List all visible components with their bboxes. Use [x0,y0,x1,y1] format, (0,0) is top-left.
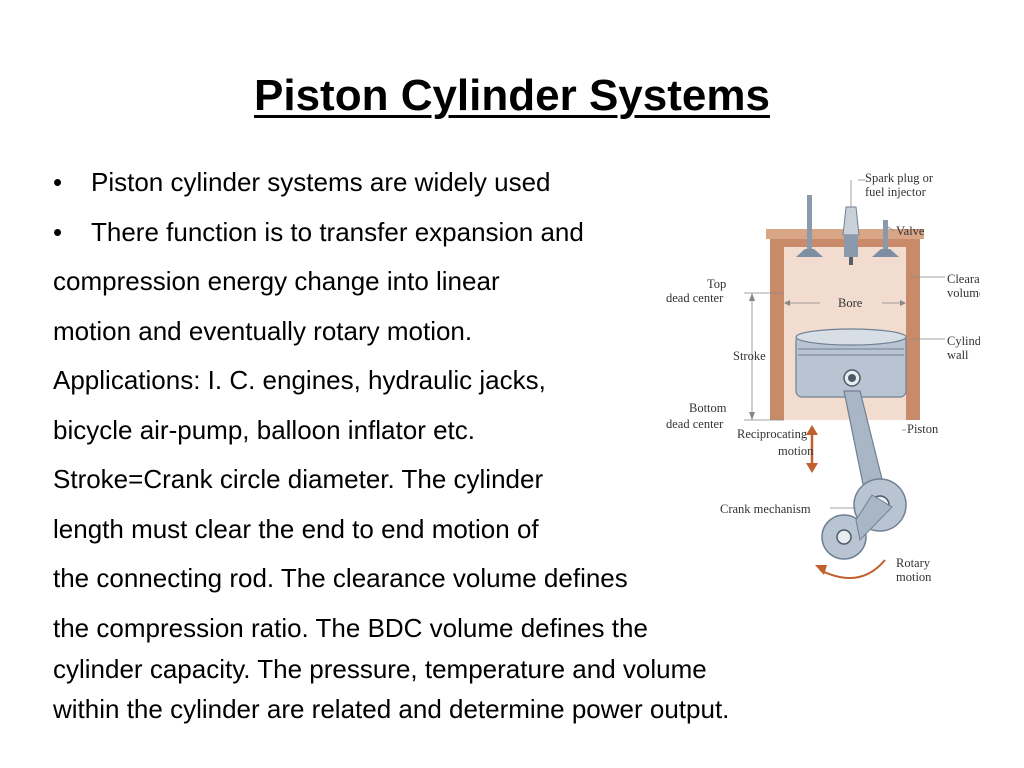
cylinder-wall-label: wall [947,348,969,362]
spark-plug-label: fuel injector [865,185,927,199]
paragraph-line: length must clear the end to end motion … [53,513,539,544]
spark-plug-icon [842,206,860,265]
rotary-motion-label: motion [896,570,932,584]
clearance-volume-label: volume [947,286,980,300]
reciprocating-arrow-icon [806,425,818,473]
clearance-volume-label: Clearance [947,272,980,286]
cylinder-wall-label: Cylinder [947,334,980,348]
bottom-dead-center-label: Bottom [689,401,727,415]
bullet-text: Piston cylinder systems are widely used [91,167,551,197]
bullet-marker: • [53,167,63,197]
rotary-motion-label: Rotary [896,556,931,570]
top-dead-center-label: Top [707,277,726,291]
bullet-marker: • [53,216,63,247]
piston-icon [795,328,907,398]
paragraph-line: Applications: I. C. engines, hydraulic j… [53,365,546,395]
bullet-item: • There function is to transfer expansion… [53,208,953,258]
bullet-text: There function is to transfer expansion … [91,216,584,247]
leader-lines [830,179,945,509]
rotary-arrow-icon [815,559,886,579]
paragraph-line: compression energy change into linear [53,266,500,296]
piston-label: Piston [907,422,939,436]
slide-body: • Piston cylinder systems are widely used… [53,158,953,729]
valve-label: Valve [896,224,925,238]
paragraph-line: cylinder capacity. The pressure, tempera… [53,654,707,684]
bottom-dead-center-label: dead center [666,417,724,431]
slide-title: Piston Cylinder Systems [254,71,770,120]
piston-cylinder-diagram: Spark plug or fuel injector Valve Top de… [666,171,980,584]
paragraph-line: within the cylinder are related and dete… [53,694,730,724]
top-dead-center-label: dead center [666,291,724,305]
paragraph-line: motion and eventually rotary motion. [53,315,473,346]
stroke-label: Stroke [733,349,766,363]
valve-icon [796,195,899,257]
stroke-dimension [744,292,784,421]
spark-plug-label: Spark plug or [865,171,934,185]
paragraph-line: bicycle air-pump, balloon inflator etc. [53,414,475,445]
crank-mechanism-label: Crank mechanism [720,502,811,516]
paragraph-line: the connecting rod. The clearance volume… [53,563,628,593]
reciprocating-motion-label: motion [778,444,814,458]
bullet-item: • Piston cylinder systems are widely used [53,158,953,208]
reciprocating-motion-label: Reciprocating [737,427,808,441]
crank-icon [821,478,907,560]
bore-dimension [784,300,906,306]
paragraph-line: Stroke=Crank circle diameter. The cylind… [53,464,544,494]
bore-label: Bore [838,296,863,310]
paragraph-line: the compression ratio. The BDC volume de… [53,612,648,643]
